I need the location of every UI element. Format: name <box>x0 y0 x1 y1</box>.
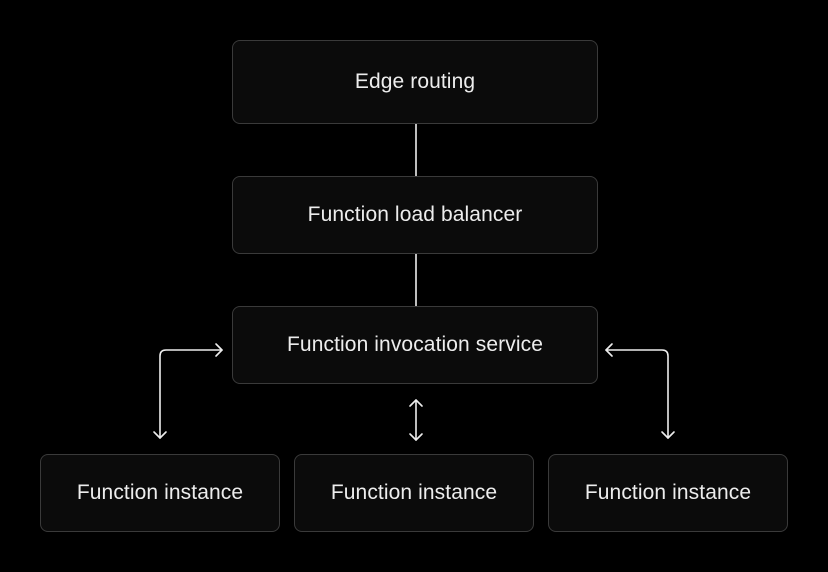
function-load-balancer-node: Function load balancer <box>232 176 598 254</box>
function-instance-label: Function instance <box>76 481 244 504</box>
function-instance-node-3: Function instance <box>548 454 788 532</box>
arrow-invocation-instance-right <box>605 343 675 439</box>
function-instance-label: Function instance <box>584 481 752 504</box>
function-invocation-service-label: Function invocation service <box>287 333 543 356</box>
arrow-invocation-instance-left <box>153 343 223 439</box>
arrow-invocation-instance-middle <box>409 399 423 441</box>
function-instance-node-2: Function instance <box>294 454 534 532</box>
edge-routing-node: Edge routing <box>232 40 598 124</box>
function-invocation-service-node: Function invocation service <box>232 306 598 384</box>
function-instance-label: Function instance <box>330 481 498 504</box>
edge-routing-label: Edge routing <box>354 70 476 93</box>
function-load-balancer-label: Function load balancer <box>307 203 523 226</box>
function-instance-node-1: Function instance <box>40 454 280 532</box>
